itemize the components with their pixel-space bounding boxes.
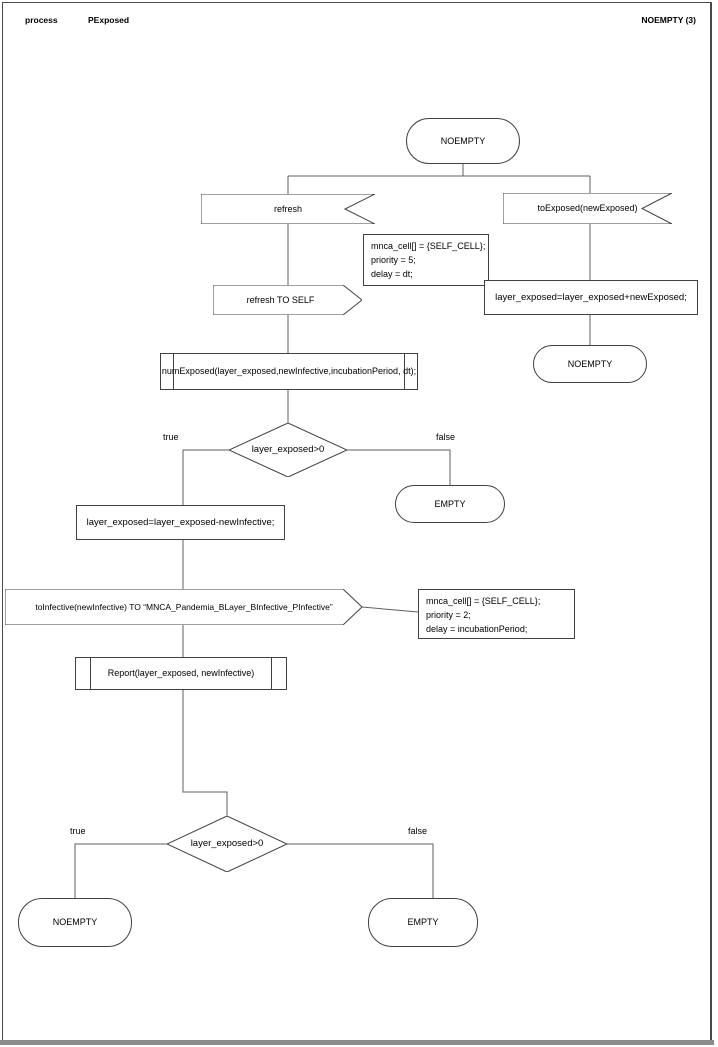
call-num-exposed-box[interactable]: numExposed(layer_exposed,newInfective,in… bbox=[160, 353, 418, 390]
decision-diamond-icon bbox=[167, 816, 287, 872]
signal-receive-icon bbox=[201, 194, 375, 224]
window-bottom-edge bbox=[0, 1040, 714, 1045]
end-state-label: NOEMPTY bbox=[567, 358, 613, 369]
predefined-process-bar bbox=[90, 658, 91, 689]
note-line: delay = dt; bbox=[371, 269, 413, 279]
assign-add-exposed-label: layer_exposed=layer_exposed+newExposed; bbox=[495, 291, 687, 303]
receive-to-exposed-shape[interactable]: toExposed(newExposed) bbox=[503, 193, 672, 224]
header-process-name: PExposed bbox=[88, 15, 130, 25]
decision2-condition: layer_exposed>0 bbox=[190, 838, 264, 850]
note-refresh-params[interactable]: mnca_cell[] = {SELF_CELL}; priority = 5;… bbox=[363, 234, 489, 286]
decision-layer-exposed-1[interactable]: layer_exposed>0 bbox=[229, 423, 347, 477]
decision-diamond-icon bbox=[229, 423, 347, 477]
assign-sub-infective-label: layer_exposed=layer_exposed-newInfective… bbox=[86, 516, 275, 528]
call-num-exposed-label: numExposed(layer_exposed,newInfective,in… bbox=[161, 366, 417, 376]
assign-sub-infective-box[interactable]: layer_exposed=layer_exposed-newInfective… bbox=[76, 505, 285, 540]
decision2-false-label: false bbox=[408, 826, 428, 836]
note-line: mnca_cell[] = {SELF_CELL}; bbox=[426, 596, 541, 606]
header-kind-label: process bbox=[25, 15, 58, 25]
end-state-noempty-bottom[interactable]: NOEMPTY bbox=[18, 898, 132, 947]
note-line: mnca_cell[] = {SELF_CELL}; bbox=[371, 241, 486, 251]
decision-layer-exposed-2[interactable]: layer_exposed>0 bbox=[167, 816, 287, 872]
send-to-infective-label: toInfective(newInfective) TO “MNCA_Pande… bbox=[35, 601, 333, 612]
call-report-label: Report(layer_exposed, newInfective) bbox=[107, 668, 255, 678]
decision2-true-label: true bbox=[70, 826, 86, 836]
end-state-empty-mid[interactable]: EMPTY bbox=[395, 485, 505, 523]
note-line: delay = incubationPeriod; bbox=[426, 624, 528, 634]
note-line: priority = 5; bbox=[371, 255, 416, 265]
predefined-process-bar bbox=[404, 354, 405, 389]
end-state-label: EMPTY bbox=[407, 917, 439, 927]
decision1-condition: layer_exposed>0 bbox=[251, 444, 325, 456]
note-infective-params[interactable]: mnca_cell[] = {SELF_CELL}; priority = 2;… bbox=[418, 589, 575, 639]
call-report-box[interactable]: Report(layer_exposed, newInfective) bbox=[75, 657, 287, 690]
end-state-empty-bottom[interactable]: EMPTY bbox=[368, 898, 478, 947]
start-state-label: NOEMPTY bbox=[440, 135, 486, 146]
assign-add-exposed-box[interactable]: layer_exposed=layer_exposed+newExposed; bbox=[484, 280, 698, 315]
end-state-label: NOEMPTY bbox=[52, 917, 98, 927]
predefined-process-bar bbox=[271, 658, 272, 689]
predefined-process-bar bbox=[173, 354, 174, 389]
end-state-label: EMPTY bbox=[434, 498, 466, 509]
send-refresh-self-label: refresh TO SELF bbox=[246, 294, 315, 305]
send-to-infective-shape[interactable]: toInfective(newInfective) TO “MNCA_Pande… bbox=[5, 589, 363, 625]
signal-receive-icon bbox=[503, 193, 672, 224]
decision1-false-label: false bbox=[436, 432, 456, 442]
receive-to-exposed-label: toExposed(newExposed) bbox=[537, 203, 638, 213]
decision1-true-label: true bbox=[163, 432, 179, 442]
end-state-noempty-right[interactable]: NOEMPTY bbox=[533, 345, 647, 383]
start-state-noempty[interactable]: NOEMPTY bbox=[406, 118, 520, 164]
receive-refresh-label: refresh bbox=[273, 203, 302, 214]
send-refresh-self-shape[interactable]: refresh TO SELF bbox=[213, 285, 362, 315]
signal-send-icon bbox=[5, 589, 363, 625]
receive-refresh-shape[interactable]: refresh bbox=[201, 194, 375, 224]
header-state-label: NOEMPTY (3) bbox=[641, 15, 696, 25]
note-line: priority = 2; bbox=[426, 610, 471, 620]
signal-send-icon bbox=[213, 285, 362, 315]
